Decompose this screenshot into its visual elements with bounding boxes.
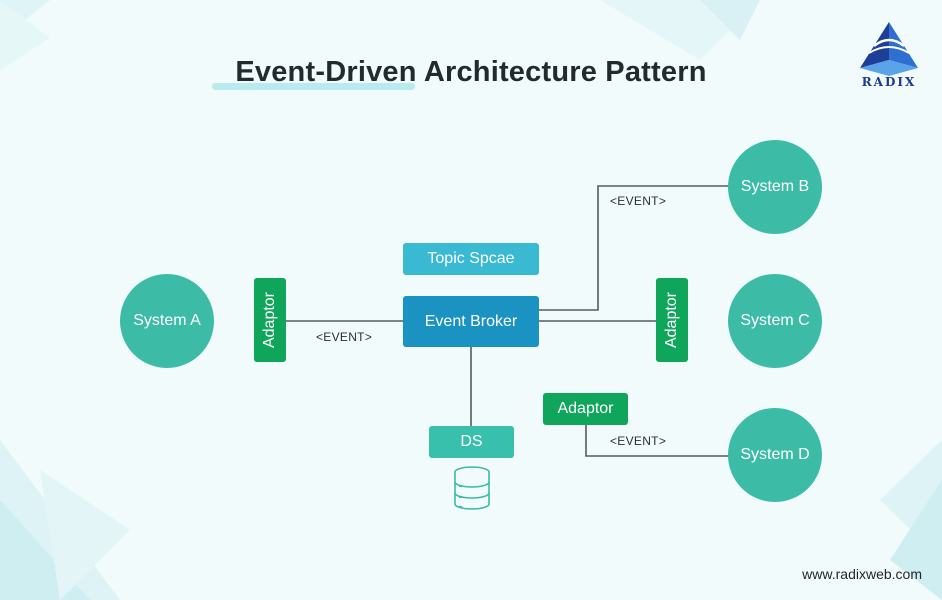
system-d-node: System D [728, 408, 822, 502]
title-underline [212, 83, 415, 90]
event-broker-box: Event Broker [403, 296, 539, 347]
adaptor-label: Adaptor [663, 291, 681, 349]
topic-space-box: Topic Spcae [403, 243, 539, 275]
adaptor-system-c: Adaptor [656, 278, 688, 362]
system-c-node: System C [728, 274, 822, 368]
event-label-system-d: <EVENT> [610, 434, 667, 448]
adaptor-system-a: Adaptor [254, 278, 286, 362]
logo-text: RADIX [861, 75, 917, 89]
ds-box: DS [429, 426, 514, 458]
adaptor-system-d: Adaptor [543, 393, 628, 425]
system-b-node: System B [728, 140, 822, 234]
system-a-node: System A [120, 274, 214, 368]
adaptor-label: Adaptor [261, 291, 279, 349]
database-icon [454, 466, 490, 510]
pyramid-logo-icon [860, 22, 918, 76]
footer-website: www.radixweb.com [802, 566, 922, 582]
event-label-system-a: <EVENT> [316, 330, 373, 344]
page-title: Event-Driven Architecture Pattern [235, 56, 707, 88]
event-label-system-b: <EVENT> [610, 194, 667, 208]
